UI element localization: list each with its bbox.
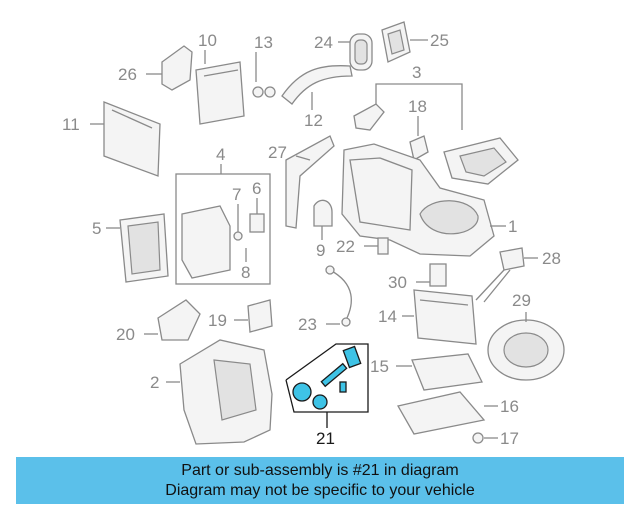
callout-21: 21	[316, 429, 335, 448]
callout-15: 15	[370, 357, 389, 376]
callout-5: 5	[92, 219, 101, 238]
callout-20: 20	[116, 325, 135, 344]
callout-27: 27	[268, 143, 287, 162]
part-21-highlighted	[285, 343, 369, 428]
callout-9: 9	[316, 241, 325, 260]
banner-line-part: Part or sub-assembly is #21 in diagram	[181, 462, 459, 479]
part-23	[325, 265, 352, 327]
callout-16: 16	[500, 397, 519, 416]
part-20	[144, 299, 201, 341]
part-16	[396, 391, 498, 435]
callout-24: 24	[314, 33, 333, 52]
part-30	[416, 263, 447, 287]
part-3-leader	[375, 83, 463, 130]
part-17	[472, 432, 498, 444]
part-5	[106, 213, 169, 283]
part-29	[487, 312, 565, 381]
part-15	[396, 353, 483, 391]
part-9	[313, 199, 333, 240]
callout-28: 28	[542, 249, 561, 268]
callout-2: 2	[150, 373, 159, 392]
part-25	[381, 21, 428, 63]
callout-30: 30	[388, 273, 407, 292]
callout-22: 22	[336, 237, 355, 256]
callout-11: 11	[62, 115, 80, 134]
callout-3: 3	[412, 63, 421, 82]
part-12	[281, 65, 353, 110]
part-19	[234, 299, 273, 333]
part-info-banner: Part or sub-assembly is #21 in diagram D…	[16, 457, 624, 504]
callout-29: 29	[512, 291, 531, 310]
part-1-housing	[341, 143, 506, 257]
banner-line-disclaimer: Diagram may not be specific to your vehi…	[165, 482, 475, 499]
part-2	[166, 339, 273, 445]
callout-14: 14	[378, 307, 397, 326]
parts-diagram: 10 13 24 25 26 3 11 18 12 27 4 7 6 1 5 9…	[62, 21, 565, 448]
callout-4: 4	[216, 145, 225, 164]
callout-8: 8	[241, 263, 250, 282]
callout-17: 17	[500, 429, 519, 448]
callout-12: 12	[304, 111, 323, 130]
callout-7: 7	[232, 185, 241, 204]
callout-10: 10	[198, 31, 217, 50]
callout-19: 19	[208, 311, 227, 330]
part-14	[402, 289, 477, 345]
part-24	[338, 33, 373, 71]
part-18	[409, 116, 429, 162]
callout-13: 13	[254, 33, 273, 52]
part-27	[285, 135, 335, 229]
part-22	[364, 237, 389, 255]
callout-23: 23	[298, 315, 317, 334]
callout-6: 6	[252, 179, 261, 198]
part-13	[252, 52, 276, 98]
callout-26: 26	[118, 65, 137, 84]
part-26	[146, 45, 193, 91]
part-3-flap	[353, 103, 385, 131]
part-11	[90, 101, 161, 177]
part-4-group	[175, 164, 271, 285]
part-28	[475, 247, 538, 303]
callout-1: 1	[508, 217, 517, 236]
part-10	[195, 50, 245, 125]
callout-25: 25	[430, 31, 449, 50]
part-3-actuator	[443, 137, 519, 185]
callout-18: 18	[408, 97, 427, 116]
